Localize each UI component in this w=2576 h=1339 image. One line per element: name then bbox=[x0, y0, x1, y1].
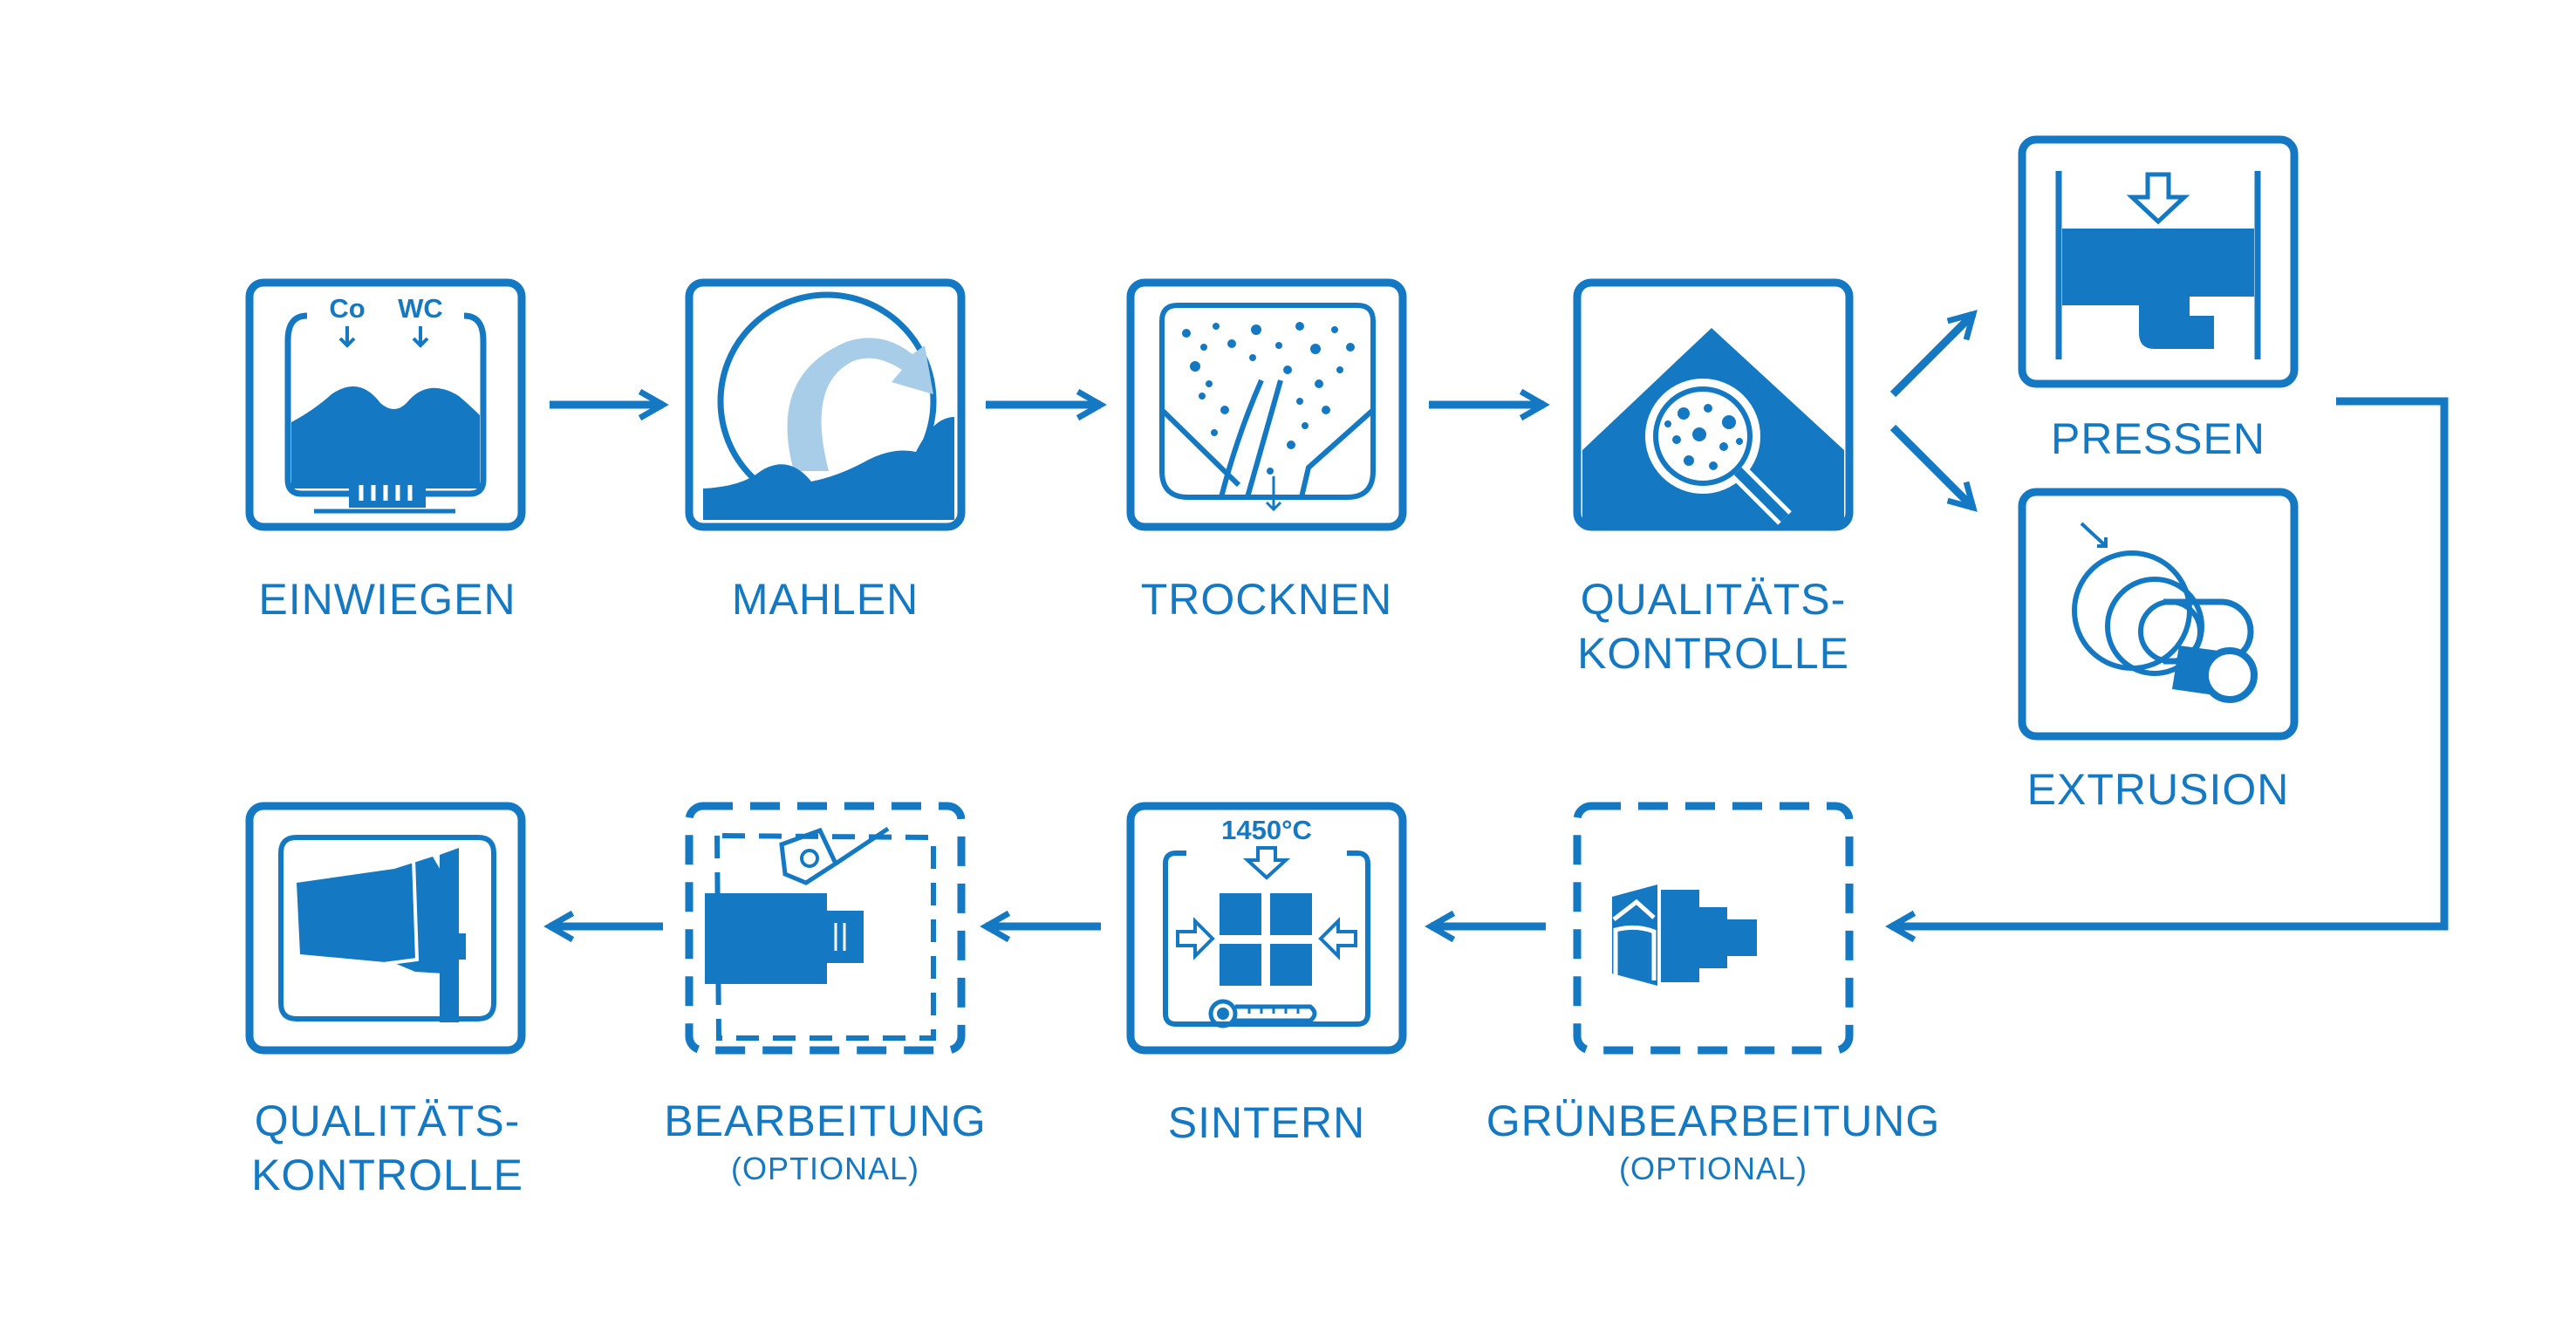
step-gruenbearbeitung: GRÜNBEARBEITUNG (OPTIONAL) bbox=[1486, 802, 1941, 1186]
pressing-icon bbox=[2018, 135, 2299, 388]
drying-icon bbox=[1126, 278, 1407, 531]
quality-inspection-icon bbox=[1573, 278, 1854, 531]
step-trocknen: TROCKNEN bbox=[1126, 278, 1407, 624]
sintering-icon: 1450°C bbox=[1126, 802, 1407, 1055]
label-mahlen: MAHLEN bbox=[732, 575, 919, 624]
cobalt-label: Co bbox=[329, 293, 365, 324]
flow-arrows bbox=[543, 310, 2449, 943]
arrow-return-connector bbox=[1885, 397, 2449, 943]
green-machining-icon bbox=[1573, 802, 1854, 1055]
weighing-icon: Co WC bbox=[245, 278, 526, 531]
label-bearbeitung: BEARBEITUNG bbox=[664, 1096, 986, 1145]
label-sintern: SINTERN bbox=[1168, 1098, 1365, 1147]
milling-icon bbox=[685, 278, 966, 531]
step-einwiegen: Co WC EINWIEGEN bbox=[245, 278, 526, 624]
sublabel-optional-2: (OPTIONAL) bbox=[731, 1151, 919, 1186]
label-trocknen: TROCKNEN bbox=[1141, 575, 1393, 624]
tungsten-carbide-label: WC bbox=[398, 293, 443, 324]
label-qualitaets-2: QUALITÄTS- bbox=[255, 1096, 520, 1145]
step-qualitaetskontrolle-2: QUALITÄTS- KONTROLLE bbox=[245, 802, 526, 1199]
sintering-temperature: 1450°C bbox=[1221, 815, 1312, 845]
label-einwiegen: EINWIEGEN bbox=[258, 575, 516, 624]
label-kontrolle: KONTROLLE bbox=[1577, 629, 1849, 678]
label-kontrolle-2: KONTROLLE bbox=[251, 1151, 523, 1199]
step-extrusion: EXTRUSION bbox=[2018, 488, 2299, 814]
label-pressen: PRESSEN bbox=[2051, 414, 2265, 463]
label-qualitaets: QUALITÄTS- bbox=[1581, 575, 1846, 624]
step-qualitaetskontrolle-1: QUALITÄTS- KONTROLLE bbox=[1573, 278, 1854, 678]
arrow-to-pressen bbox=[1889, 310, 1978, 398]
step-pressen: PRESSEN bbox=[2018, 135, 2299, 463]
sublabel-optional: (OPTIONAL) bbox=[1619, 1151, 1807, 1186]
step-mahlen: MAHLEN bbox=[685, 278, 966, 624]
label-extrusion: EXTRUSION bbox=[2027, 765, 2290, 814]
caliper-icon bbox=[245, 802, 526, 1055]
step-bearbeitung: BEARBEITUNG (OPTIONAL) bbox=[664, 802, 986, 1186]
extrusion-icon bbox=[2018, 488, 2299, 741]
label-gruenbearbeitung: GRÜNBEARBEITUNG bbox=[1486, 1096, 1941, 1145]
arrow-to-extrusion bbox=[1889, 424, 1978, 512]
machining-icon bbox=[685, 802, 966, 1055]
step-sintern: 1450°C SINTERN bbox=[1126, 802, 1407, 1147]
